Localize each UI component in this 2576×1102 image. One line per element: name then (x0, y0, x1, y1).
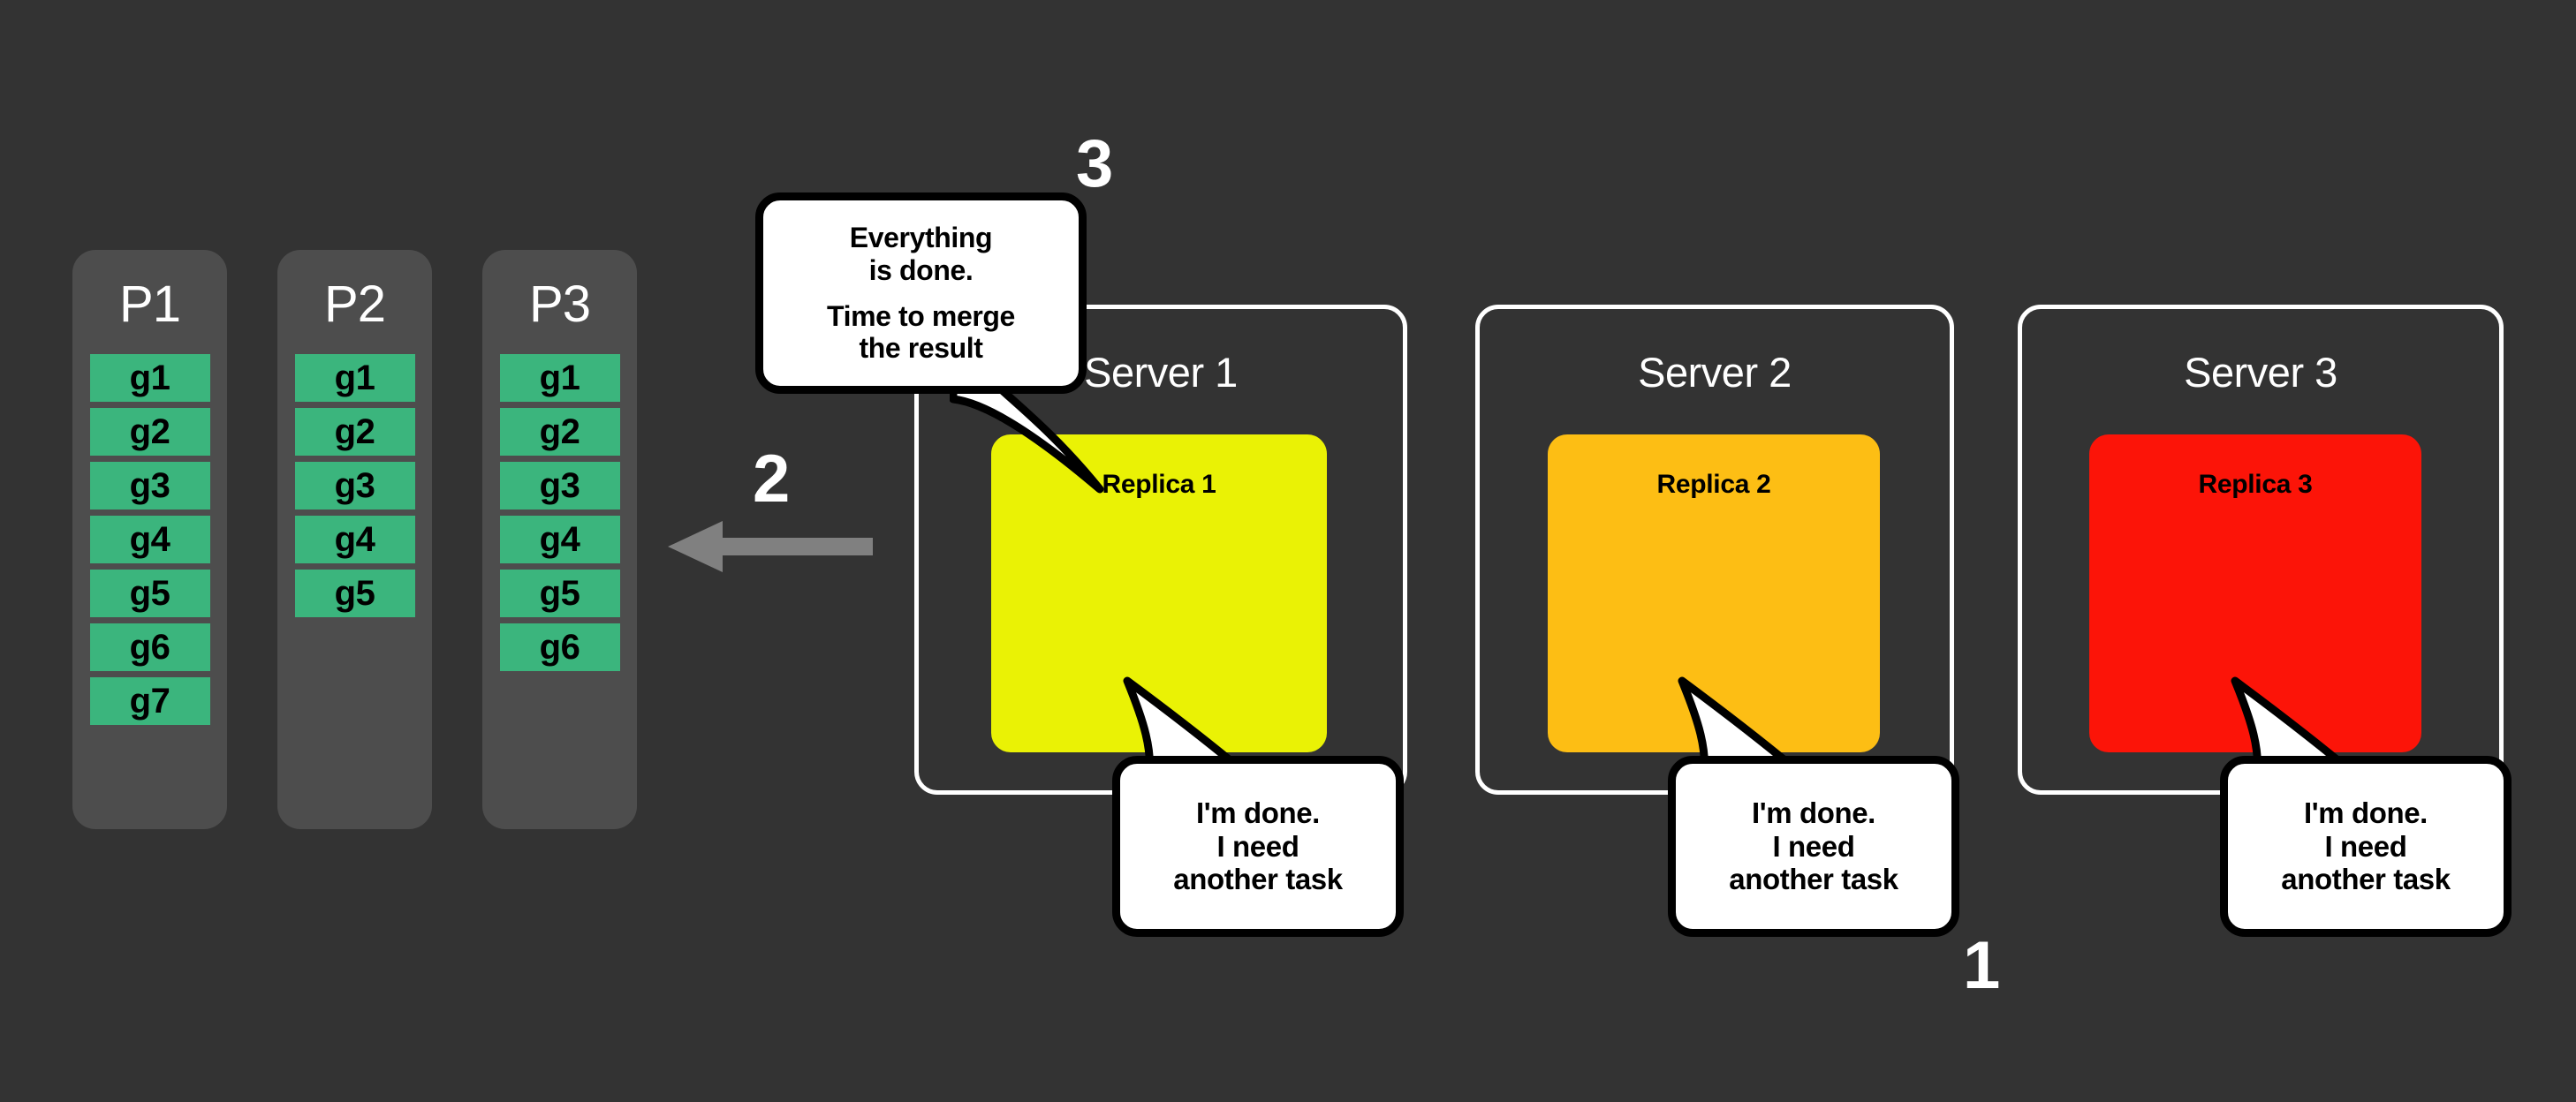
replica-box-1[interactable]: Replica 1 (991, 434, 1327, 752)
chip-item[interactable]: g7 (89, 677, 210, 725)
speech-bubble-done-1-box: I'm done. I need another task (1112, 756, 1404, 937)
chip-list: g1 g2 g3 g4 g5 g6 g7 (89, 354, 210, 725)
server-title: Server 1 (1084, 349, 1238, 396)
step-number-3: 3 (1076, 126, 1114, 201)
bubble-text-line: another task (1173, 863, 1343, 896)
bubble-text-line: I'm done. (1196, 796, 1320, 830)
replica-box-2[interactable]: Replica 2 (1548, 434, 1880, 752)
chip-list: g1 g2 g3 g4 g5 g6 (499, 354, 620, 671)
partition-p2[interactable]: P2 g1 g2 g3 g4 g5 (277, 250, 432, 829)
step-number-2: 2 (753, 442, 791, 517)
bubble-text-line: Time to merge (827, 300, 1015, 332)
replica-label: Replica 3 (2198, 470, 2313, 499)
chip-item[interactable]: g4 (499, 516, 620, 563)
chip-item[interactable]: g1 (89, 354, 210, 402)
chip-item[interactable]: g5 (89, 570, 210, 617)
chip-item[interactable]: g6 (499, 623, 620, 671)
bubble-text-line: I need (1216, 829, 1299, 863)
chip-item[interactable]: g2 (89, 408, 210, 456)
replica-label: Replica 2 (1656, 470, 1771, 499)
replica-label: Replica 1 (1102, 470, 1216, 499)
bubble-text-line: I'm done. (1752, 796, 1875, 830)
bubble-text-line: another task (2281, 863, 2451, 896)
partition-p3[interactable]: P3 g1 g2 g3 g4 g5 g6 (482, 250, 637, 829)
bubble-text-line: the result (859, 332, 983, 365)
bubble-text-line: Everything (849, 222, 993, 254)
bubble-text-line: is done. (868, 253, 974, 286)
bubble-text-line: I need (1772, 829, 1855, 863)
speech-bubble-done-3-box: I'm done. I need another task (2220, 756, 2512, 937)
bubble-text-line: I need (2324, 829, 2407, 863)
partition-title: P2 (324, 276, 386, 333)
chip-item[interactable]: g3 (499, 462, 620, 509)
chip-item[interactable]: g5 (294, 570, 415, 617)
chip-item[interactable]: g4 (89, 516, 210, 563)
chip-item[interactable]: g5 (499, 570, 620, 617)
chip-item[interactable]: g4 (294, 516, 415, 563)
chip-item[interactable]: g2 (294, 408, 415, 456)
chip-item[interactable]: g3 (89, 462, 210, 509)
replica-box-3[interactable]: Replica 3 (2089, 434, 2421, 752)
chip-item[interactable]: g1 (499, 354, 620, 402)
step-number-1: 1 (1963, 928, 2001, 1003)
chip-list: g1 g2 g3 g4 g5 (294, 354, 415, 617)
partition-group: P1 g1 g2 g3 g4 g5 g6 g7 P2 g1 g2 g3 g4 g… (72, 250, 637, 829)
merge-arrow-icon (668, 521, 873, 572)
chip-item[interactable]: g6 (89, 623, 210, 671)
chip-item[interactable]: g3 (294, 462, 415, 509)
partition-title: P3 (529, 276, 591, 333)
chip-item[interactable]: g2 (499, 408, 620, 456)
chip-item[interactable]: g1 (294, 354, 415, 402)
bubble-text-line: I'm done. (2304, 796, 2428, 830)
partition-title: P1 (119, 276, 181, 333)
bubble-text-line: another task (1729, 863, 1898, 896)
speech-bubble-done-2-box: I'm done. I need another task (1668, 756, 1959, 937)
speech-bubble-merge-box: Everything is done. Time to merge the re… (755, 192, 1087, 394)
server-title: Server 2 (1638, 349, 1792, 396)
server-title: Server 3 (2184, 349, 2337, 396)
partition-p1[interactable]: P1 g1 g2 g3 g4 g5 g6 g7 (72, 250, 227, 829)
